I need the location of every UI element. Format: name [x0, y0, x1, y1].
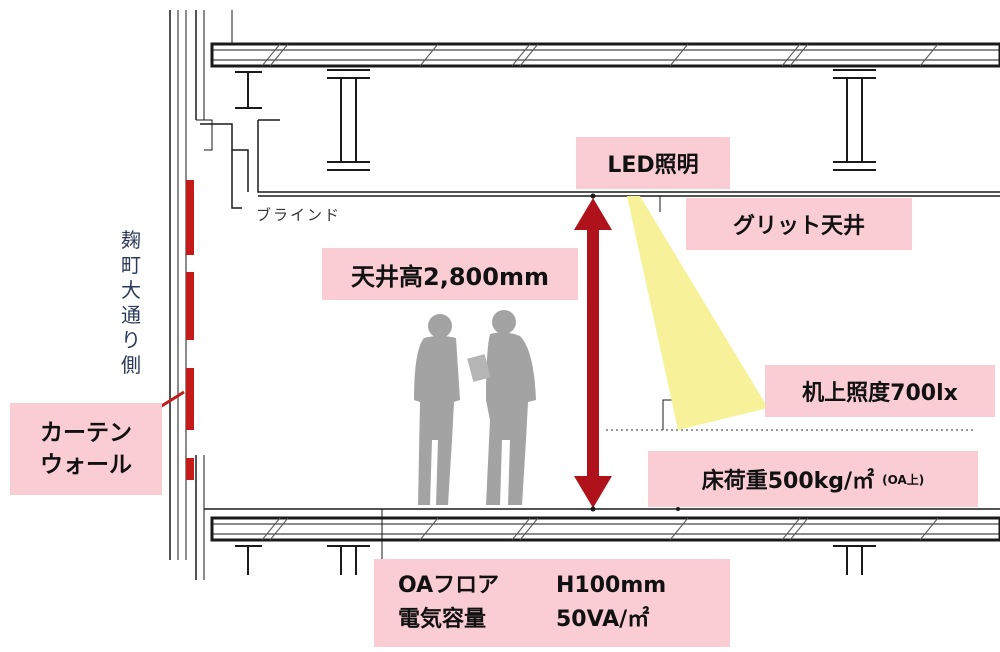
oa-floor-height: H100mm — [556, 573, 667, 598]
grid-ceiling-label: グリット天井 — [686, 198, 912, 250]
oa-floor-text: OAフロア — [398, 573, 500, 598]
blind-label: ブラインド — [256, 206, 342, 224]
steel-beam-upper-left — [235, 71, 262, 109]
floor-load-point — [676, 507, 680, 511]
floor-load-value: 床荷重500kg/㎡ — [701, 469, 875, 494]
street-side-label: 麹町大通り側 — [121, 228, 141, 377]
floor-load-label: 床荷重500kg/㎡ (OA上) — [648, 451, 978, 507]
people-silhouette-icon — [414, 310, 536, 505]
steel-beam-upper-center — [327, 69, 370, 171]
steel-beam-lower — [235, 545, 876, 575]
ceiling-height-label: 天井高2,800mm — [322, 248, 578, 300]
led-light-cone — [627, 196, 768, 430]
desk-illuminance-label: 机上照度700lx — [765, 365, 995, 417]
blind-box — [200, 123, 249, 209]
curtain-wall-label-line2: ウォール — [40, 452, 132, 478]
floor-point — [590, 506, 596, 512]
electric-capacity-text: 電気容量 — [398, 607, 487, 632]
steel-beam-upper-right — [833, 69, 876, 171]
upper-floor-slab — [210, 42, 1000, 68]
lower-floor-slab — [204, 508, 1000, 542]
curtain-wall-label: カーテン ウォール — [10, 403, 162, 495]
curtain-wall-label-line1: カーテン — [40, 420, 132, 446]
desk-height-line — [606, 399, 975, 431]
ceiling-height-arrow — [574, 198, 612, 508]
curtain-wall-panels — [186, 180, 194, 480]
electric-capacity-value: 50VA/㎡ — [556, 607, 650, 632]
exterior-wall — [169, 10, 233, 580]
led-light-point — [590, 193, 596, 199]
floor-load-note: (OA上) — [882, 472, 925, 487]
led-lighting-label: LED照明 — [576, 137, 730, 189]
oa-floor-label: OAフロア H100mm 電気容量 50VA/㎡ — [374, 559, 730, 647]
